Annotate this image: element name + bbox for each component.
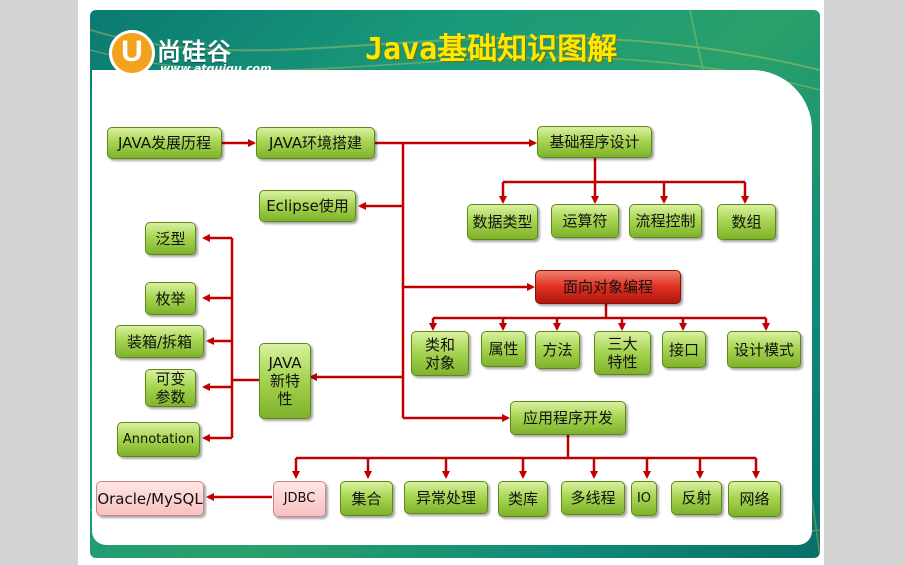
node-basic-programming: 基础程序设计 (537, 126, 652, 158)
right-margin (824, 0, 905, 565)
node-multithreading: 多线程 (561, 481, 625, 515)
node-annotation: Annotation (117, 422, 200, 457)
node-oop: 面向对象编程 (535, 270, 681, 304)
node-app-dev: 应用程序开发 (510, 401, 626, 435)
node-arrays: 数组 (717, 204, 776, 240)
node-design-patterns: 设计模式 (727, 331, 801, 368)
node-varargs: 可变 参数 (145, 369, 196, 407)
logo-letter: U (121, 35, 143, 68)
node-io: IO (631, 481, 657, 516)
node-reflection: 反射 (671, 481, 722, 515)
node-data-types: 数据类型 (467, 204, 538, 240)
node-flow-control: 流程控制 (629, 204, 702, 238)
node-java-env: JAVA环境搭建 (256, 127, 375, 159)
node-class-library: 类库 (498, 481, 548, 517)
node-class-object: 类和 对象 (411, 331, 469, 376)
node-methods: 方法 (535, 331, 580, 369)
node-java-new-features: JAVA 新特 性 (259, 343, 311, 419)
node-operators: 运算符 (551, 204, 619, 238)
logo-name: 尚硅谷 (157, 38, 232, 66)
node-interface: 接口 (662, 331, 706, 368)
node-generics: 泛型 (145, 222, 196, 255)
node-attributes: 属性 (481, 331, 526, 367)
node-three-features: 三大 特性 (594, 331, 651, 375)
node-boxing: 装箱/拆箱 (115, 325, 204, 358)
node-enum: 枚举 (145, 282, 196, 315)
node-network: 网络 (728, 481, 781, 517)
left-margin (0, 0, 78, 565)
node-jdbc: JDBC (273, 481, 326, 517)
node-exceptions: 异常处理 (404, 481, 488, 514)
node-collections: 集合 (340, 481, 393, 516)
logo-url: www.atguigu.com (160, 62, 272, 75)
node-eclipse: Eclipse使用 (259, 190, 356, 222)
node-oracle-mysql: Oracle/MySQL (96, 481, 204, 516)
page-title: Java基础知识图解 (365, 32, 618, 67)
node-java-history: JAVA发展历程 (107, 127, 222, 159)
logo-icon: U (109, 30, 155, 76)
